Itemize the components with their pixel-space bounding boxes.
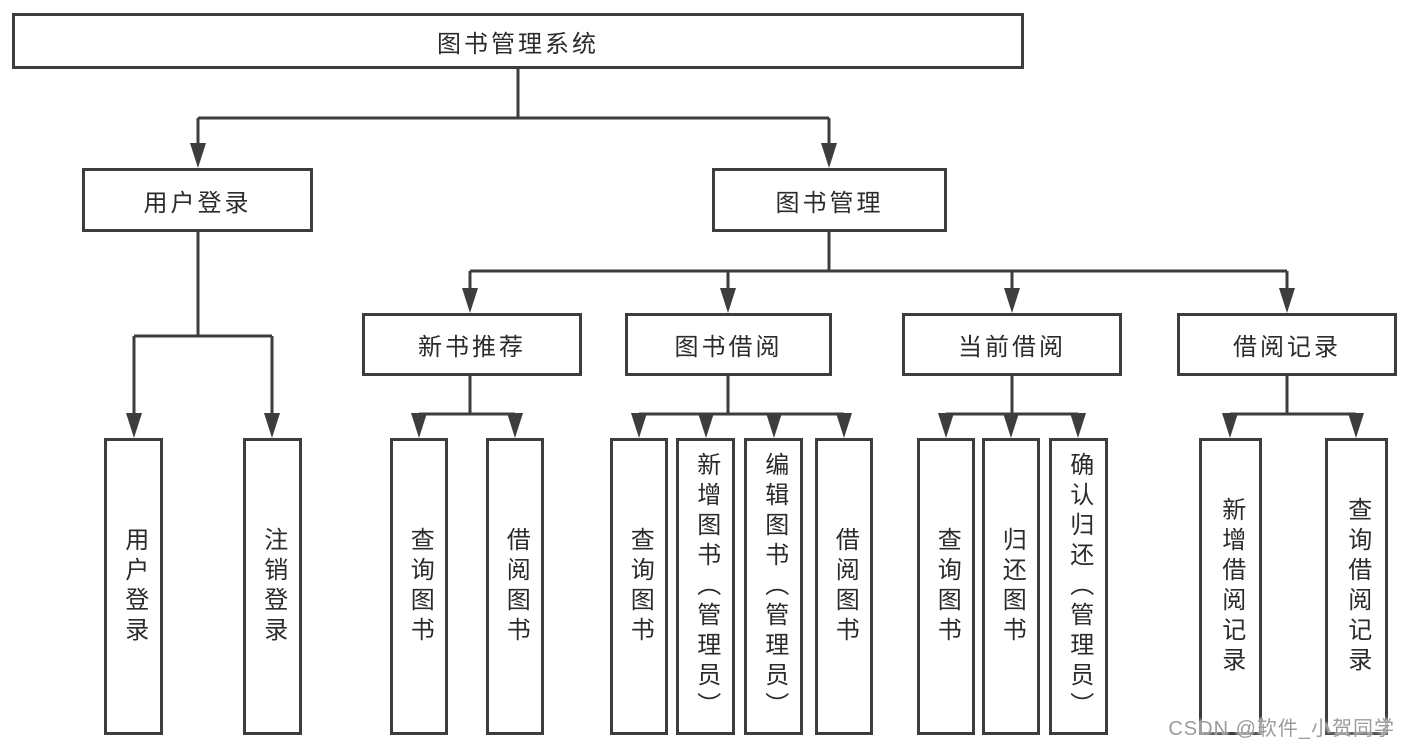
leaf-add-book-admin: 新增图书（管理员） xyxy=(676,438,735,735)
leaf-query-books-recommend: 查询图书 xyxy=(390,438,448,735)
leaf-label: 归还图书 xyxy=(998,526,1026,647)
leaf-borrow-books-recommend: 借阅图书 xyxy=(486,438,544,735)
leaf-logout: 注销登录 xyxy=(243,438,302,735)
leaf-label: 新增借阅记录 xyxy=(1217,496,1245,677)
leaf-query-books-current: 查询图书 xyxy=(917,438,975,735)
leaf-label: 查询图书 xyxy=(626,526,654,647)
node-current-borrowing: 当前借阅 xyxy=(902,313,1122,376)
leaf-return-book: 归还图书 xyxy=(982,438,1040,735)
leaf-borrow-books: 借阅图书 xyxy=(815,438,873,735)
node-label: 图书借阅 xyxy=(674,334,783,361)
node-label: 借阅记录 xyxy=(1233,334,1341,361)
leaf-label: 查询借阅记录 xyxy=(1343,496,1371,677)
csdn-watermark: CSDN @软件_小贺同学 xyxy=(1168,718,1395,740)
leaf-label: 查询图书 xyxy=(406,526,434,647)
node-label: 用户登录 xyxy=(143,189,252,217)
leaf-label: 借阅图书 xyxy=(831,526,859,647)
node-label: 图书管理 xyxy=(775,189,884,217)
leaf-confirm-return-admin: 确认归还（管理员） xyxy=(1049,438,1108,735)
leaf-label: 借阅图书 xyxy=(502,526,530,647)
leaf-label: 查询图书 xyxy=(933,526,961,647)
leaf-label: 编辑图书（管理员） xyxy=(760,451,788,722)
node-user-login: 用户登录 xyxy=(82,168,313,232)
node-label: 当前借阅 xyxy=(958,334,1066,361)
leaf-label: 确认归还（管理员） xyxy=(1065,451,1093,722)
node-label: 图书管理系统 xyxy=(437,30,599,58)
leaf-user-login: 用户登录 xyxy=(104,438,163,735)
leaf-label: 用户登录 xyxy=(120,526,148,647)
node-new-book-recommendation: 新书推荐 xyxy=(362,313,582,376)
node-borrowing-records: 借阅记录 xyxy=(1177,313,1397,376)
node-book-borrowing: 图书借阅 xyxy=(625,313,832,376)
leaf-label: 新增图书（管理员） xyxy=(692,451,720,722)
leaf-add-borrow-record: 新增借阅记录 xyxy=(1199,438,1262,735)
node-label: 新书推荐 xyxy=(418,334,526,361)
node-root-library-system: 图书管理系统 xyxy=(12,13,1024,69)
leaf-query-borrow-record: 查询借阅记录 xyxy=(1325,438,1388,735)
leaf-query-books-borrow: 查询图书 xyxy=(610,438,668,735)
node-book-management: 图书管理 xyxy=(712,168,947,232)
leaf-edit-book-admin: 编辑图书（管理员） xyxy=(744,438,803,735)
leaf-label: 注销登录 xyxy=(259,526,287,647)
